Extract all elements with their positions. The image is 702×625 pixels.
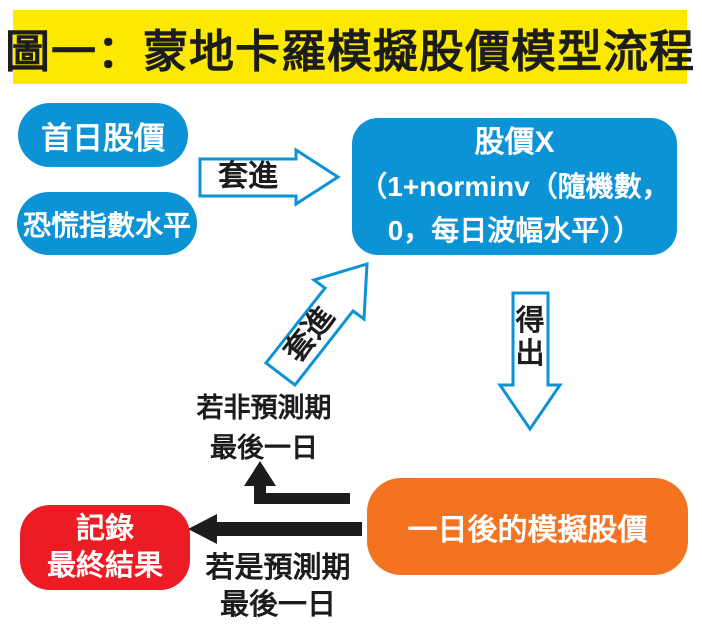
plug-in-right-label: 套進 (218, 160, 278, 193)
node-simulated-price-label: 一日後的模擬股價 (407, 513, 648, 547)
title-banner: 圖一：蒙地卡羅模擬股價模型流程 (5, 10, 694, 84)
condition-not-last-day: 若非預測期 最後一日 (164, 388, 364, 468)
node-first-day-price-label: 首日股價 (41, 120, 165, 156)
node-first-day-price: 首日股價 (18, 103, 188, 167)
plug-in-diagonal-label: 套進 (278, 300, 342, 369)
page-title: 圖一：蒙地卡羅模擬股價模型流程 (5, 25, 696, 77)
node-panic-index-label: 恐慌指數水平 (22, 209, 191, 241)
node-simulated-price: 一日後的模擬股價 (367, 478, 688, 575)
condition-not-last-day-line-1: 若非預測期 (196, 393, 332, 423)
record-arrow-left (188, 514, 362, 544)
record-result-line-2: 最終結果 (46, 549, 163, 582)
formula-line-3: 0，每日波幅水平）） (387, 214, 642, 246)
record-result-line-1: 記錄 (75, 512, 134, 545)
condition-last-day: 若是預測期 最後一日 (178, 550, 378, 624)
formula-line-2: （1+norminv（隨機數， (359, 170, 670, 202)
formula-line-1: 股價X (474, 125, 555, 159)
condition-last-day-line-1: 若是預測期 (205, 552, 351, 584)
node-stock-price-formula: 股價X （1+norminv（隨機數， 0，每日波幅水平）） (352, 118, 677, 255)
derive-label: 得出 (515, 305, 545, 370)
node-panic-index: 恐慌指數水平 (17, 192, 197, 255)
condition-not-last-day-line-2: 最後一日 (210, 433, 318, 463)
condition-last-day-line-2: 最後一日 (219, 589, 336, 621)
node-record-result: 記錄 最終結果 (20, 505, 190, 590)
